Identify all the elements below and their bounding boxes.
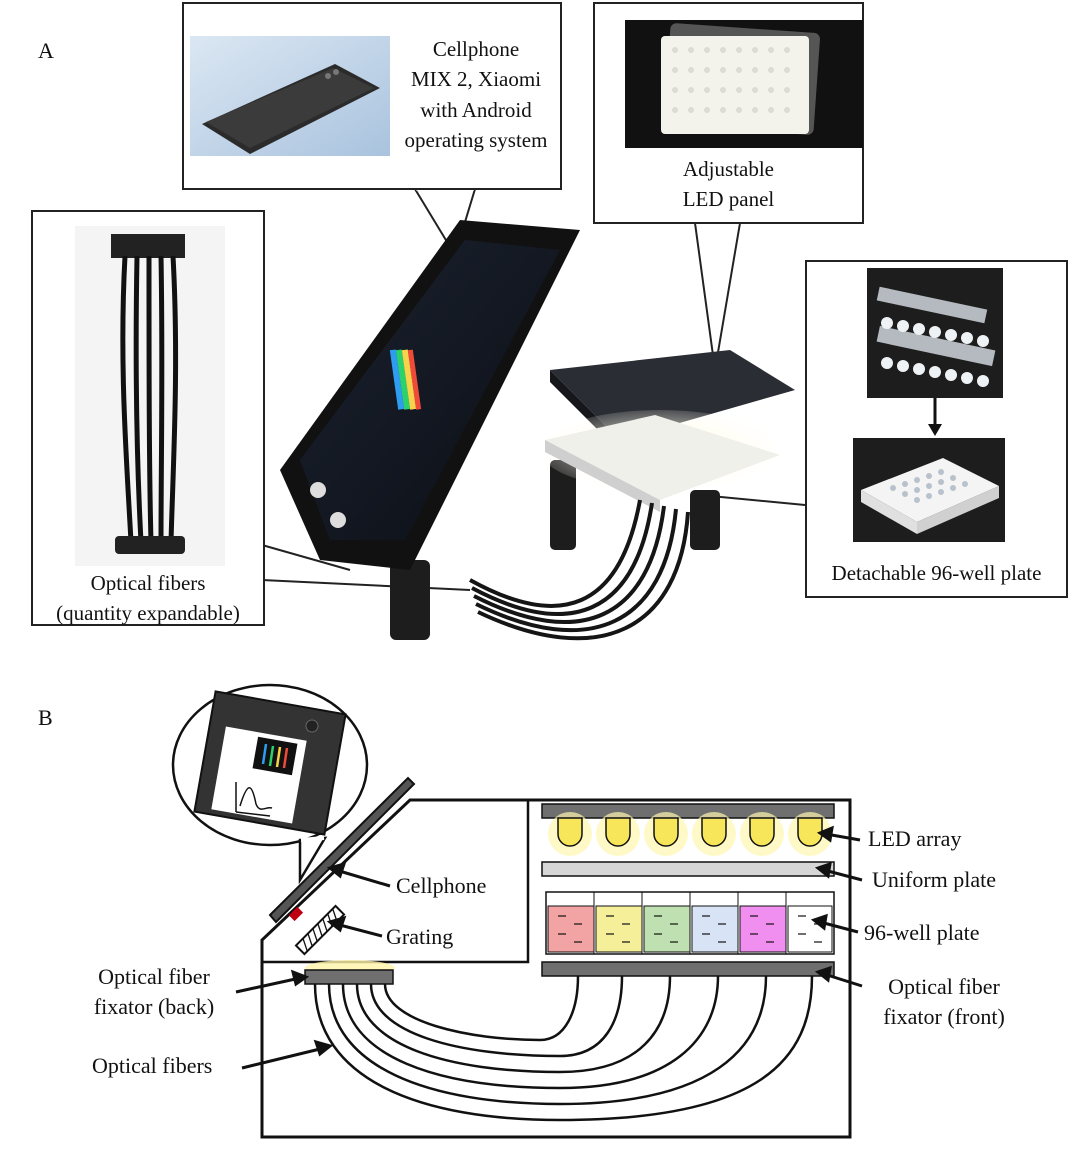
well-1 <box>547 905 595 953</box>
cellphone-callout: Cellphone MIX 2, Xiaomi with Android ope… <box>182 2 562 190</box>
led-panel-callout: Adjustable LED panel <box>593 2 864 224</box>
well-plate-callout: Detachable 96-well plate <box>805 260 1068 598</box>
well-plate-row <box>545 891 835 955</box>
label-96-well-plate: 96-well plate <box>864 920 980 945</box>
well-strip-photo <box>867 268 1003 398</box>
well-4 <box>691 905 739 953</box>
caption-line: with Android <box>420 97 532 122</box>
caption-line: MIX 2, Xiaomi <box>410 67 542 92</box>
grating-element <box>294 904 346 956</box>
camera-marker <box>288 906 304 922</box>
label-fixator-front: Optical fiber fixator (front) <box>864 972 1024 1031</box>
label-cellphone: Cellphone <box>396 873 487 898</box>
optical-fibers-callout: Optical fibers (quantity expandable) <box>31 210 265 626</box>
caption-line: LED panel <box>682 187 775 212</box>
optical-fiber-bundle <box>313 975 814 1122</box>
caption-line: Cellphone <box>432 37 520 61</box>
label-line: Optical fiber <box>98 964 210 989</box>
cellphone-slab <box>268 776 416 924</box>
well-3 <box>643 905 691 953</box>
label-optical-fibers: Optical fibers <box>92 1053 213 1078</box>
well-plate-photo <box>853 438 1005 542</box>
caption-line: (quantity expandable) <box>56 601 240 626</box>
cellphone-caption: Cellphone MIX 2, Xiaomi with Android ope… <box>396 34 556 156</box>
panel-a-label: A <box>38 38 54 63</box>
optical-fibers-photo <box>75 226 225 566</box>
label-line: fixator (front) <box>883 1003 1005 1029</box>
uniform-plate-bar <box>541 861 835 877</box>
down-arrow-icon <box>928 398 942 436</box>
well-6 <box>787 905 833 953</box>
led-panel-caption: Adjustable LED panel <box>595 154 862 215</box>
label-line: Optical fiber <box>888 974 1000 999</box>
panel-b-label: B <box>38 705 53 730</box>
label-grating: Grating <box>386 924 454 949</box>
label-fixator-back: Optical fiber fixator (back) <box>74 962 234 1021</box>
led-bar <box>541 803 835 819</box>
well-plate-caption: Detachable 96-well plate <box>831 561 1042 585</box>
caption-line: Adjustable <box>683 157 774 181</box>
magnifier-bubble <box>171 683 369 885</box>
label-line: fixator (back) <box>93 993 215 1019</box>
cellphone-photo <box>190 36 390 156</box>
device-photo <box>280 220 795 641</box>
label-uniform-plate: Uniform plate <box>872 867 997 892</box>
caption-line: Optical fibers <box>90 571 206 595</box>
fixator-front-bar <box>541 961 835 977</box>
well-5 <box>739 905 787 953</box>
caption-line: operating system <box>404 128 548 153</box>
fixator-back-bar <box>304 969 394 985</box>
label-led-array: LED array <box>868 826 962 851</box>
optical-fibers-caption: Optical fibers (quantity expandable) <box>33 568 263 629</box>
led-panel-photo <box>625 20 863 148</box>
led-bulbs <box>548 812 832 856</box>
well-2 <box>595 905 643 953</box>
